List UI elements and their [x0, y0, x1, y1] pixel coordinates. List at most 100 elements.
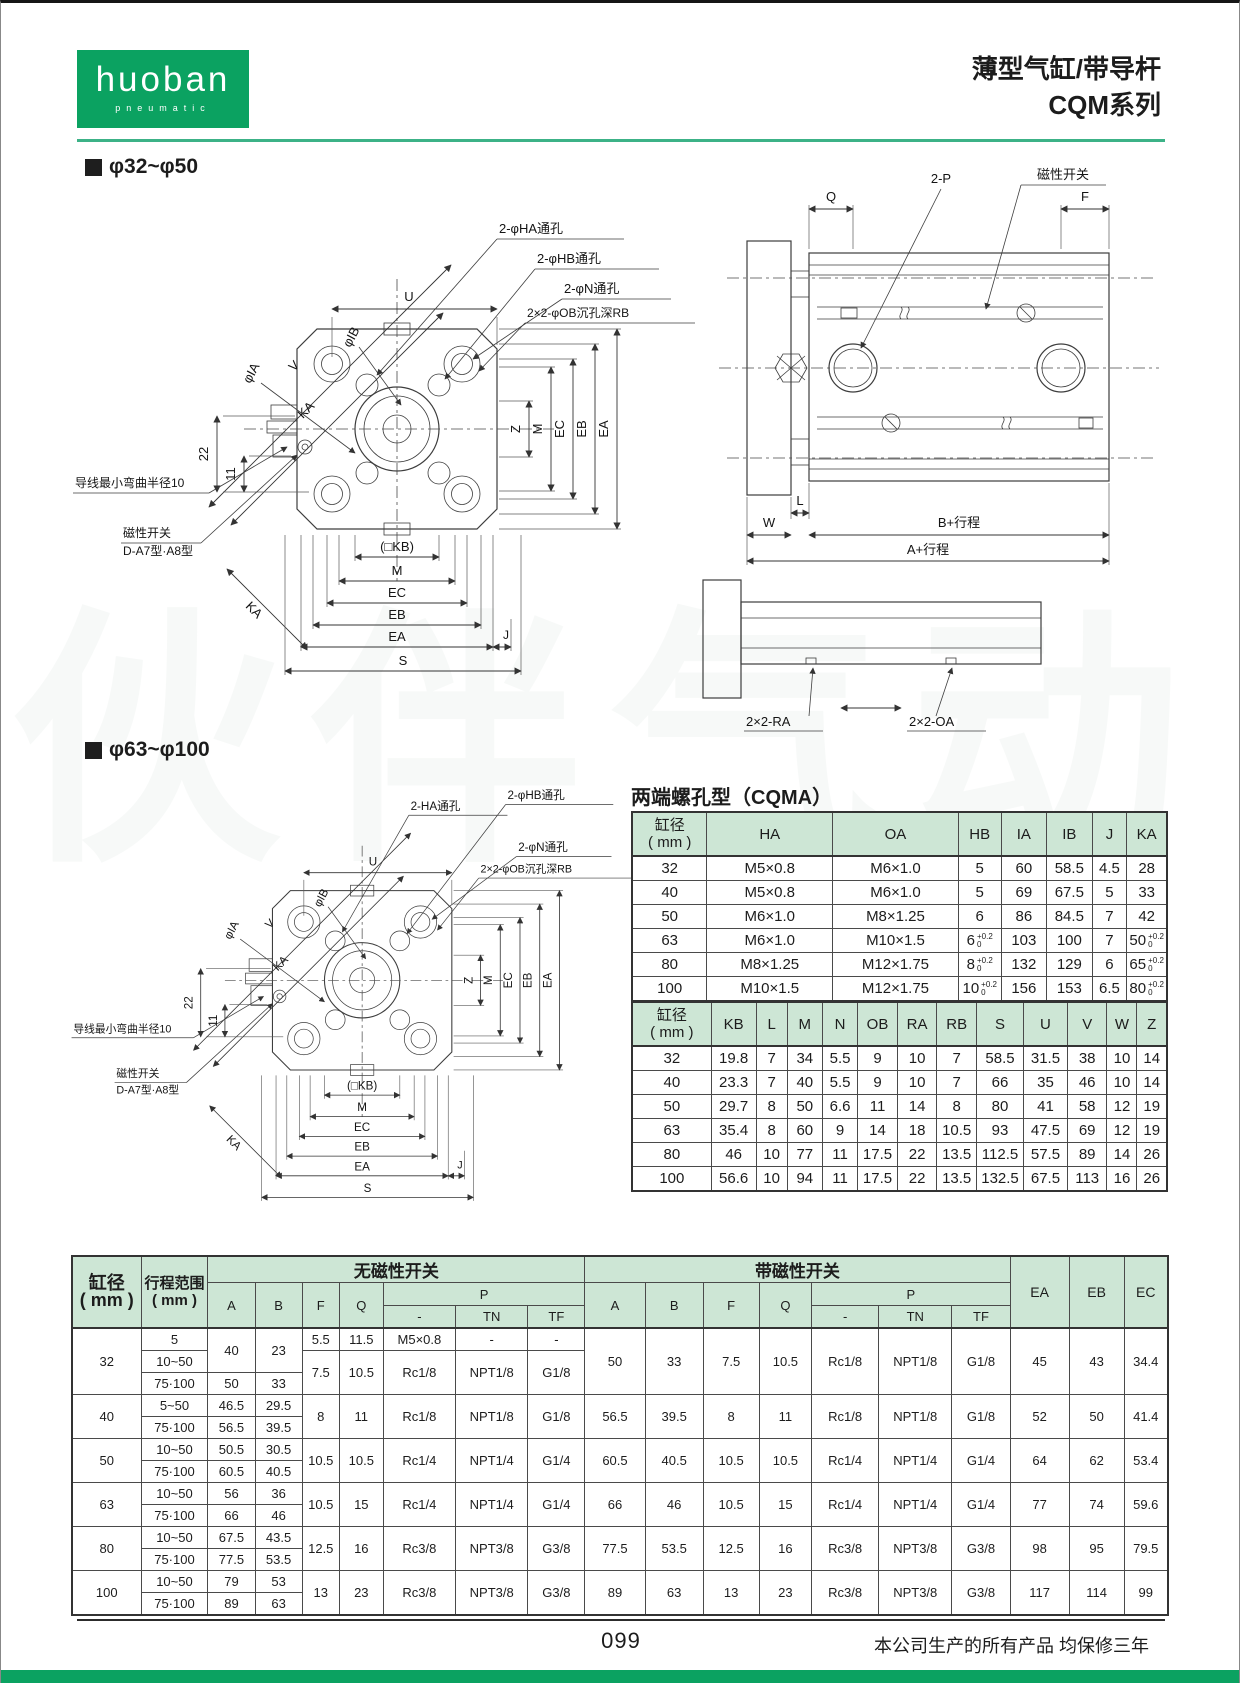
col-header-u: U: [1023, 1001, 1068, 1047]
callout-magnetic-switch: 磁性开关: [1037, 167, 1089, 182]
table-cell: 10.5: [702, 1482, 760, 1527]
table-cell: 74: [1068, 1482, 1125, 1527]
dim-label-phi-ia: φIA: [240, 360, 263, 386]
note-wire-bend-radius: 导线最小弯曲半径10: [73, 1022, 171, 1035]
table-cell: M6×1.0: [832, 880, 959, 905]
table-cell: 7: [1091, 928, 1128, 953]
callout-hb-hole: 2-φHB通孔: [537, 251, 601, 266]
table-cell: NPT1/4: [455, 1438, 529, 1483]
table-cell: G1/8: [527, 1350, 586, 1395]
table-cell: 46: [710, 1142, 757, 1167]
table-cell: 53: [254, 1570, 303, 1593]
table-cell: 46: [1066, 1070, 1108, 1095]
table-cell: 103: [1000, 928, 1048, 953]
dim-label-u: U: [369, 856, 377, 869]
table-cell: 10~50: [140, 1438, 209, 1461]
table-cell: 50: [631, 1094, 712, 1119]
table-cell: 80: [71, 1526, 142, 1571]
table-cell: 11: [821, 1142, 859, 1167]
table-cell: 75·100: [140, 1504, 209, 1527]
table-cell: 77: [1009, 1482, 1070, 1527]
table-cell: G1/8: [951, 1394, 1011, 1439]
table-cell: NPT1/4: [455, 1482, 529, 1527]
table-cell: 60: [1000, 855, 1048, 881]
col-header-ia: IA: [1000, 811, 1048, 857]
table-cell: M12×1.75: [832, 952, 959, 977]
table-cell: 50: [1068, 1394, 1125, 1439]
table-cell: G3/8: [527, 1570, 586, 1616]
table-cell: 11: [758, 1394, 813, 1439]
table-cell: 79.5: [1123, 1526, 1169, 1571]
table-cell: 58.5: [975, 1045, 1025, 1071]
table-cell: 153: [1046, 976, 1093, 1002]
table-cell: NPT3/8: [878, 1570, 953, 1616]
dim-label-z: Z: [462, 977, 475, 984]
callouts: 2-HA通孔 2-φHB通孔 2-φN通孔 2×2-φOB沉孔深RB 导线最小弯…: [71, 789, 632, 1096]
table-cell: 41.4: [1123, 1394, 1169, 1439]
dim-label-ea-right: EA: [596, 420, 611, 438]
table-cell: 12: [1106, 1094, 1138, 1119]
table-cell: 13.5: [936, 1166, 977, 1192]
table-cell: NPT3/8: [455, 1570, 529, 1616]
table-cell: G3/8: [527, 1526, 586, 1571]
table-cell: 12: [1106, 1118, 1138, 1143]
cqma-table-2: 缸径 ( mm ) KB L M N OB RA RB S U V W Z 32…: [631, 1001, 1168, 1192]
table-cell: 11: [857, 1094, 898, 1119]
dim-label-ea: EA: [354, 1160, 370, 1173]
table-cell: 117: [1009, 1570, 1070, 1616]
table-cell: 31.5: [1023, 1045, 1068, 1071]
table-cell: 46: [644, 1482, 704, 1527]
table-cell: 23: [254, 1327, 303, 1373]
table-cell: 56.5: [584, 1394, 646, 1439]
table-cell: 59.6: [1123, 1482, 1169, 1527]
table-cell: 7: [755, 1070, 788, 1095]
col-header-oa: OA: [832, 811, 959, 857]
table-cell: 112.5: [975, 1142, 1025, 1167]
table-cell: 5: [957, 855, 1002, 881]
table-cell: 7: [1091, 904, 1128, 929]
table-cell: 67.5: [207, 1526, 256, 1549]
table-cell: 15: [338, 1482, 384, 1527]
table-cell: 13.5: [936, 1142, 977, 1167]
table-cell: 50.5: [207, 1438, 256, 1461]
table-cell: 75·100: [140, 1416, 209, 1439]
side-view-dimensions: Q F 2-P 磁性开关 L W B+行程 A+行程: [746, 167, 1110, 565]
table-cell: 56.6: [710, 1166, 757, 1192]
table-cell: 10.5: [758, 1438, 813, 1483]
table-cell: -: [527, 1327, 586, 1351]
table-cell: 6.6: [821, 1094, 859, 1119]
table-cell: 89: [1066, 1142, 1108, 1167]
callout-ob-counterbore: 2×2-φOB沉孔深RB: [481, 863, 573, 876]
table-cell: 34: [786, 1045, 823, 1071]
table-cell: -: [455, 1327, 529, 1351]
callout-ha-hole: 2-φHA通孔: [499, 221, 563, 236]
col-header-tf: TF: [527, 1305, 586, 1329]
table-cell: 10: [1106, 1045, 1138, 1071]
dim-label-eb: EB: [388, 607, 405, 622]
table-cell: M8×1.25: [832, 904, 959, 929]
dimensions-table: 缸径 ( mm ) 行程范围 ( mm ) 无磁性开关 带磁性开关 EA EB …: [71, 1255, 1169, 1616]
table-cell: 19: [1136, 1118, 1168, 1143]
dim-label-a-stroke: A+行程: [907, 542, 949, 557]
dim-label-11: 11: [207, 1015, 220, 1027]
table-cell: 13: [301, 1570, 340, 1616]
table-cell: 8: [301, 1394, 340, 1439]
table-cell: 64: [1009, 1438, 1070, 1483]
table-cell: M10×1.5: [832, 928, 959, 953]
col-header-tn: TN: [878, 1305, 953, 1329]
table-cell: 7: [936, 1070, 977, 1095]
table-cell: 33: [644, 1327, 704, 1395]
dim-label-ka2: KA: [224, 1133, 244, 1153]
dimension-lines: U V KA φIB φIA 22 11 KA (□KB): [183, 832, 564, 1201]
table-cell: 9: [821, 1118, 859, 1143]
table-cell: 84.5: [1046, 904, 1093, 929]
table-cell: 60.5: [207, 1460, 256, 1483]
